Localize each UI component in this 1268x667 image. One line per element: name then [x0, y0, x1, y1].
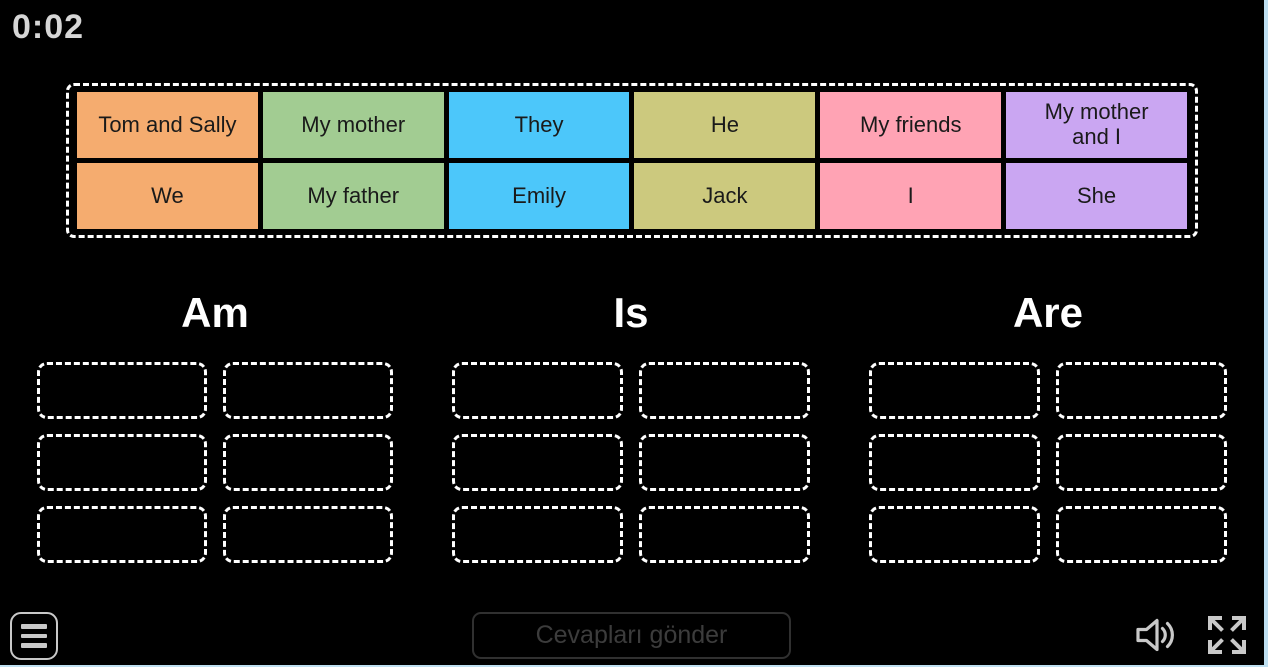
- draggable-tile[interactable]: Emily: [448, 163, 630, 229]
- window-edge: [1264, 0, 1268, 667]
- drop-slot[interactable]: [452, 434, 623, 491]
- drop-slot-grid: [869, 362, 1227, 563]
- drop-slot[interactable]: [1056, 362, 1227, 419]
- fullscreen-button[interactable]: [1203, 611, 1251, 659]
- draggable-tile[interactable]: I: [820, 163, 1002, 229]
- drop-slot[interactable]: [639, 362, 810, 419]
- sound-button[interactable]: [1132, 611, 1180, 659]
- draggable-tile[interactable]: My mother and I: [1006, 92, 1187, 158]
- category-title: Is: [613, 289, 649, 336]
- drop-slot[interactable]: [869, 506, 1040, 563]
- drop-slot[interactable]: [223, 362, 393, 419]
- category-group-am: Am: [37, 286, 393, 563]
- draggable-tile[interactable]: He: [634, 92, 816, 158]
- draggable-tile[interactable]: Tom and Sally: [77, 92, 258, 158]
- drop-slot[interactable]: [452, 362, 623, 419]
- submit-answers-button[interactable]: Cevapları gönder: [472, 612, 791, 659]
- fullscreen-expand-icon: [1208, 616, 1246, 654]
- drop-slot[interactable]: [452, 506, 623, 563]
- draggable-tile[interactable]: She: [1006, 163, 1187, 229]
- drop-slot[interactable]: [223, 434, 393, 491]
- draggable-tile[interactable]: My mother: [262, 92, 444, 158]
- category-group-are: Are: [869, 286, 1227, 563]
- drop-slot[interactable]: [37, 506, 207, 563]
- drop-slot[interactable]: [869, 434, 1040, 491]
- window-edge: [0, 665, 1268, 667]
- speaker-icon: [1136, 618, 1174, 652]
- word-bank: Tom and Sally My mother They He My frien…: [66, 83, 1198, 238]
- draggable-tile[interactable]: They: [448, 92, 630, 158]
- category-title: Are: [1012, 289, 1084, 336]
- drop-slot[interactable]: [869, 362, 1040, 419]
- drop-slot[interactable]: [223, 506, 393, 563]
- submit-answers-label: Cevapları gönder: [535, 621, 728, 649]
- drop-slot[interactable]: [1056, 434, 1227, 491]
- drop-slot[interactable]: [37, 362, 207, 419]
- draggable-tile[interactable]: We: [77, 163, 258, 229]
- hamburger-menu-icon: [21, 624, 47, 629]
- countdown-timer: 0:02: [12, 8, 85, 46]
- drop-slot[interactable]: [639, 506, 810, 563]
- draggable-tile[interactable]: My friends: [820, 92, 1002, 158]
- drop-slot[interactable]: [37, 434, 207, 491]
- drop-slot[interactable]: [1056, 506, 1227, 563]
- drop-slot[interactable]: [639, 434, 810, 491]
- category-title: Am: [181, 289, 249, 336]
- drop-slot-grid: [452, 362, 810, 563]
- menu-button[interactable]: [10, 612, 58, 660]
- drop-slot-grid: [37, 362, 393, 563]
- draggable-tile[interactable]: Jack: [634, 163, 816, 229]
- draggable-tile[interactable]: My father: [262, 163, 444, 229]
- category-group-is: Is: [452, 286, 810, 563]
